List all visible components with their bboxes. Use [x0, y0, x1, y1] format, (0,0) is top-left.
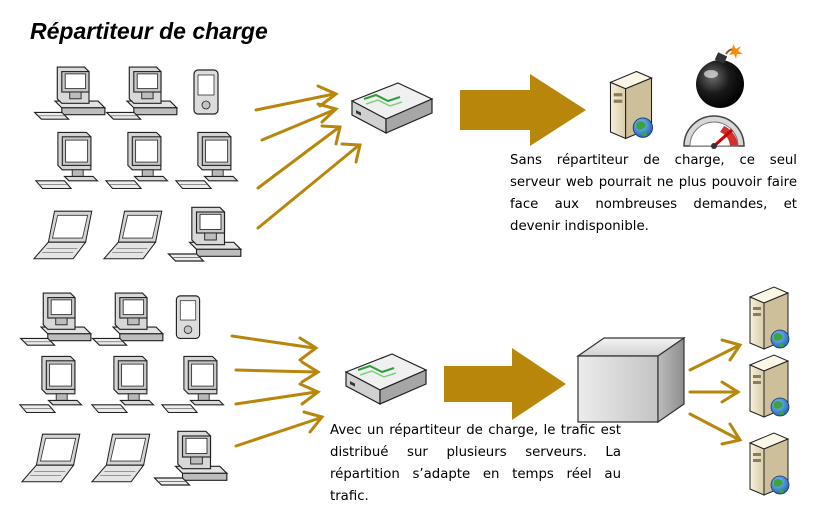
laptop-icon [91, 433, 151, 483]
laptop-icon [33, 210, 93, 260]
network-switch-icon [344, 352, 428, 406]
distribution-arrows [688, 338, 743, 446]
web-server-icon [609, 70, 654, 140]
top-request-arrows [254, 84, 362, 230]
computer-monitor-icon [167, 206, 242, 262]
top-clients [33, 66, 242, 262]
bottom-clients [19, 292, 228, 486]
server-cluster-box-icon [576, 336, 686, 424]
computer-monitor-icon [19, 355, 83, 414]
computer-monitor-icon [34, 66, 106, 120]
network-switch-icon [350, 81, 434, 135]
bottom-request-arrows [230, 334, 325, 448]
computer-monitor-icon [35, 131, 99, 190]
big-arrow-icon [460, 74, 586, 146]
page-title: Répartiteur de charge [30, 18, 268, 44]
computer-monitor-icon [175, 131, 239, 190]
bomb-icon [696, 44, 744, 108]
top-caption: Sans répartiteur de charge, ce seul serv… [510, 153, 797, 234]
speed-gauge-icon [683, 115, 745, 149]
web-server-icon [749, 354, 790, 418]
laptop-icon [103, 210, 163, 260]
computer-monitor-icon [105, 131, 169, 190]
pda-icon [193, 69, 219, 115]
computer-monitor-icon [153, 430, 228, 486]
computer-monitor-icon [92, 292, 164, 346]
computer-monitor-icon [161, 355, 225, 414]
computer-monitor-icon [91, 355, 155, 414]
bottom-caption: Avec un répartiteur de charge, le trafic… [330, 423, 621, 504]
laptop-icon [21, 433, 81, 483]
web-server-icon [749, 286, 790, 350]
computer-monitor-icon [20, 292, 92, 346]
pda-icon [175, 295, 201, 339]
big-arrow-icon [444, 348, 566, 420]
computer-monitor-icon [106, 66, 178, 120]
web-server-icon [749, 432, 790, 496]
